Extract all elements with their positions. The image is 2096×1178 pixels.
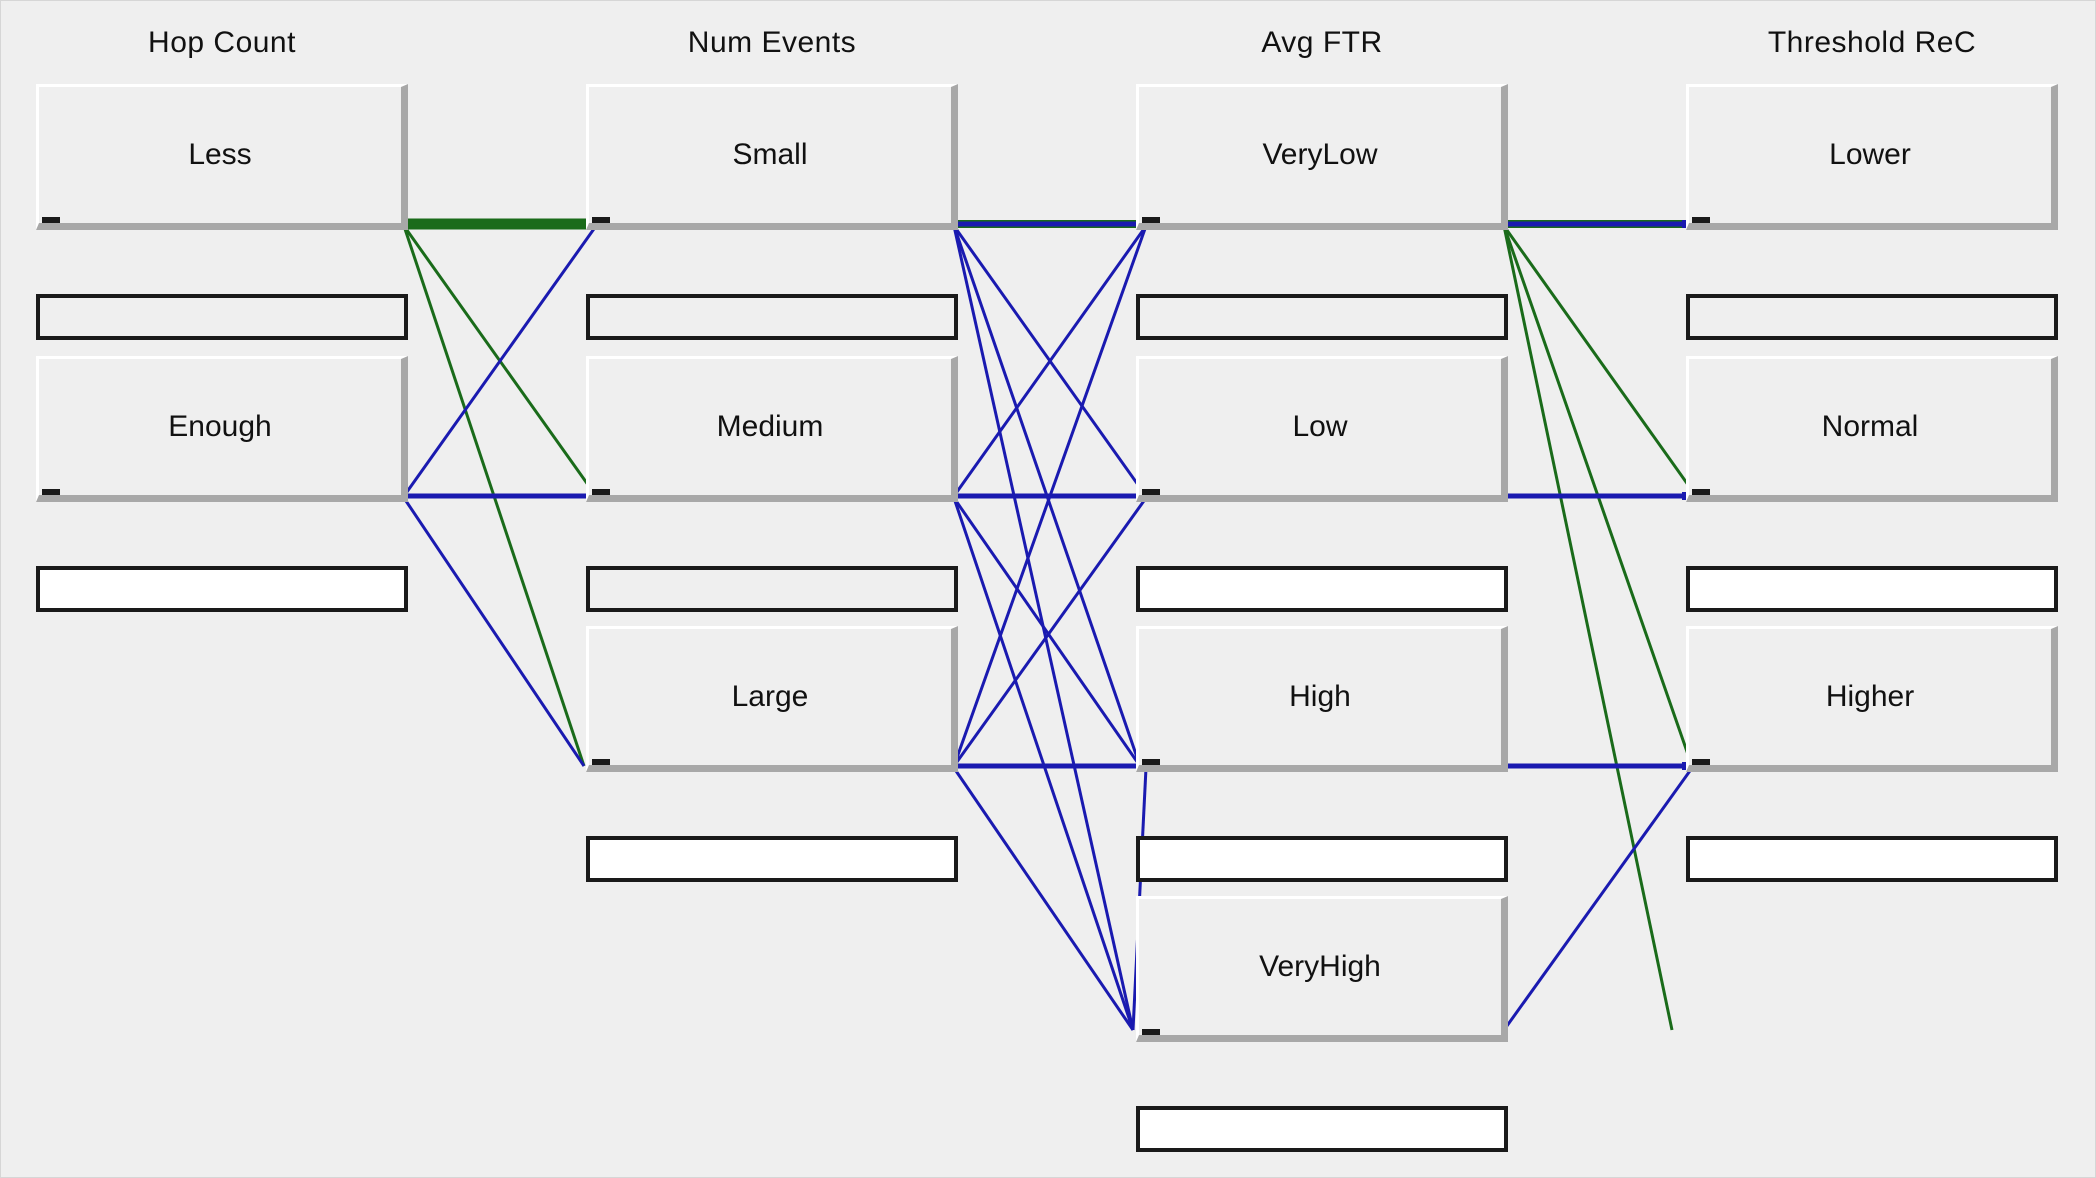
axis-tick-icon — [1692, 759, 1710, 765]
rule-edge-e23 — [1502, 767, 1694, 1031]
axis-tick-icon — [592, 217, 610, 223]
rule-edge-e3 — [402, 225, 598, 497]
axis-tick-icon — [1692, 489, 1710, 495]
axis-tick-icon — [592, 489, 610, 495]
mf-panel-avg-ftr-high[interactable]: High — [1136, 626, 1508, 772]
axis-tick-icon — [592, 759, 610, 765]
rule-edge-e9 — [952, 225, 1148, 497]
mf-label: VeryLow — [1262, 138, 1378, 171]
mf-panel-threshold-rec-lower[interactable]: Lower — [1686, 84, 2058, 230]
mf-value-input-hop-count-enough[interactable] — [36, 566, 408, 612]
mf-value-input-avg-ftr-verylow[interactable] — [1136, 294, 1508, 340]
axis-tick-icon — [1142, 489, 1160, 495]
rule-edge-e1 — [402, 225, 598, 497]
column-title-num-events: Num Events — [687, 26, 857, 59]
mf-value-input-num-events-medium[interactable] — [586, 566, 958, 612]
mf-value-input-avg-ftr-low[interactable] — [1136, 566, 1508, 612]
mf-value-input-threshold-rec-normal[interactable] — [1686, 566, 2058, 612]
mf-label: Low — [1292, 410, 1348, 443]
axis-tick-icon — [1692, 217, 1710, 223]
rule-edge-e19 — [1502, 225, 1694, 767]
mf-label: Medium — [716, 410, 824, 443]
mf-panel-num-events-medium[interactable]: Medium — [586, 356, 958, 502]
mf-label: Enough — [168, 410, 272, 443]
rule-edge-e2 — [402, 225, 586, 767]
column-title-threshold-rec: Threshold ReC — [1767, 26, 1977, 59]
mf-label: Lower — [1829, 138, 1911, 171]
rule-edge-e12 — [952, 497, 1142, 767]
mf-label: High — [1289, 680, 1351, 713]
axis-tick-icon — [1142, 1029, 1160, 1035]
rule-edge-e5 — [402, 497, 586, 767]
mf-panel-hop-count-less[interactable]: Less — [36, 84, 408, 230]
axis-tick-icon — [42, 489, 60, 495]
mf-label: Normal — [1821, 410, 1919, 443]
mf-panel-hop-count-enough[interactable]: Enough — [36, 356, 408, 502]
mf-panel-avg-ftr-veryhigh[interactable]: VeryHigh — [1136, 896, 1508, 1042]
mf-value-input-avg-ftr-veryhigh[interactable] — [1136, 1106, 1508, 1152]
mf-label: Higher — [1825, 680, 1915, 713]
mf-panel-avg-ftr-verylow[interactable]: VeryLow — [1136, 84, 1508, 230]
mf-label: Less — [188, 138, 252, 171]
mf-label: VeryHigh — [1259, 950, 1381, 983]
mf-value-input-threshold-rec-higher[interactable] — [1686, 836, 2058, 882]
mf-value-input-num-events-large[interactable] — [586, 836, 958, 882]
rule-edge-e16 — [952, 767, 1135, 1031]
rule-edge-e18 — [1502, 225, 1698, 497]
column-title-avg-ftr: Avg FTR — [1261, 26, 1383, 59]
axis-tick-icon — [42, 217, 60, 223]
rule-edge-e6 — [952, 225, 1148, 497]
rule-edge-e20 — [1502, 225, 1674, 1031]
rule-edge-e8 — [952, 225, 1135, 1031]
rule-edge-e14 — [952, 497, 1148, 767]
mf-value-input-hop-count-less[interactable] — [36, 294, 408, 340]
mf-panel-num-events-small[interactable]: Small — [586, 84, 958, 230]
mf-panel-num-events-large[interactable]: Large — [586, 626, 958, 772]
column-title-hop-count: Hop Count — [148, 26, 296, 59]
rule-edge-e7 — [952, 225, 1142, 767]
axis-tick-icon — [1142, 759, 1160, 765]
rule-edge-e13 — [952, 497, 1135, 1031]
mf-value-input-num-events-small[interactable] — [586, 294, 958, 340]
mf-panel-threshold-rec-normal[interactable]: Normal — [1686, 356, 2058, 502]
mf-panel-threshold-rec-higher[interactable]: Higher — [1686, 626, 2058, 772]
mf-panel-avg-ftr-low[interactable]: Low — [1136, 356, 1508, 502]
mf-value-input-threshold-rec-lower[interactable] — [1686, 294, 2058, 340]
mf-value-input-avg-ftr-high[interactable] — [1136, 836, 1508, 882]
mf-label: Large — [731, 680, 809, 713]
rule-edge-e10 — [952, 225, 1148, 767]
axis-tick-icon — [1142, 217, 1160, 223]
mf-label: Small — [732, 138, 808, 171]
